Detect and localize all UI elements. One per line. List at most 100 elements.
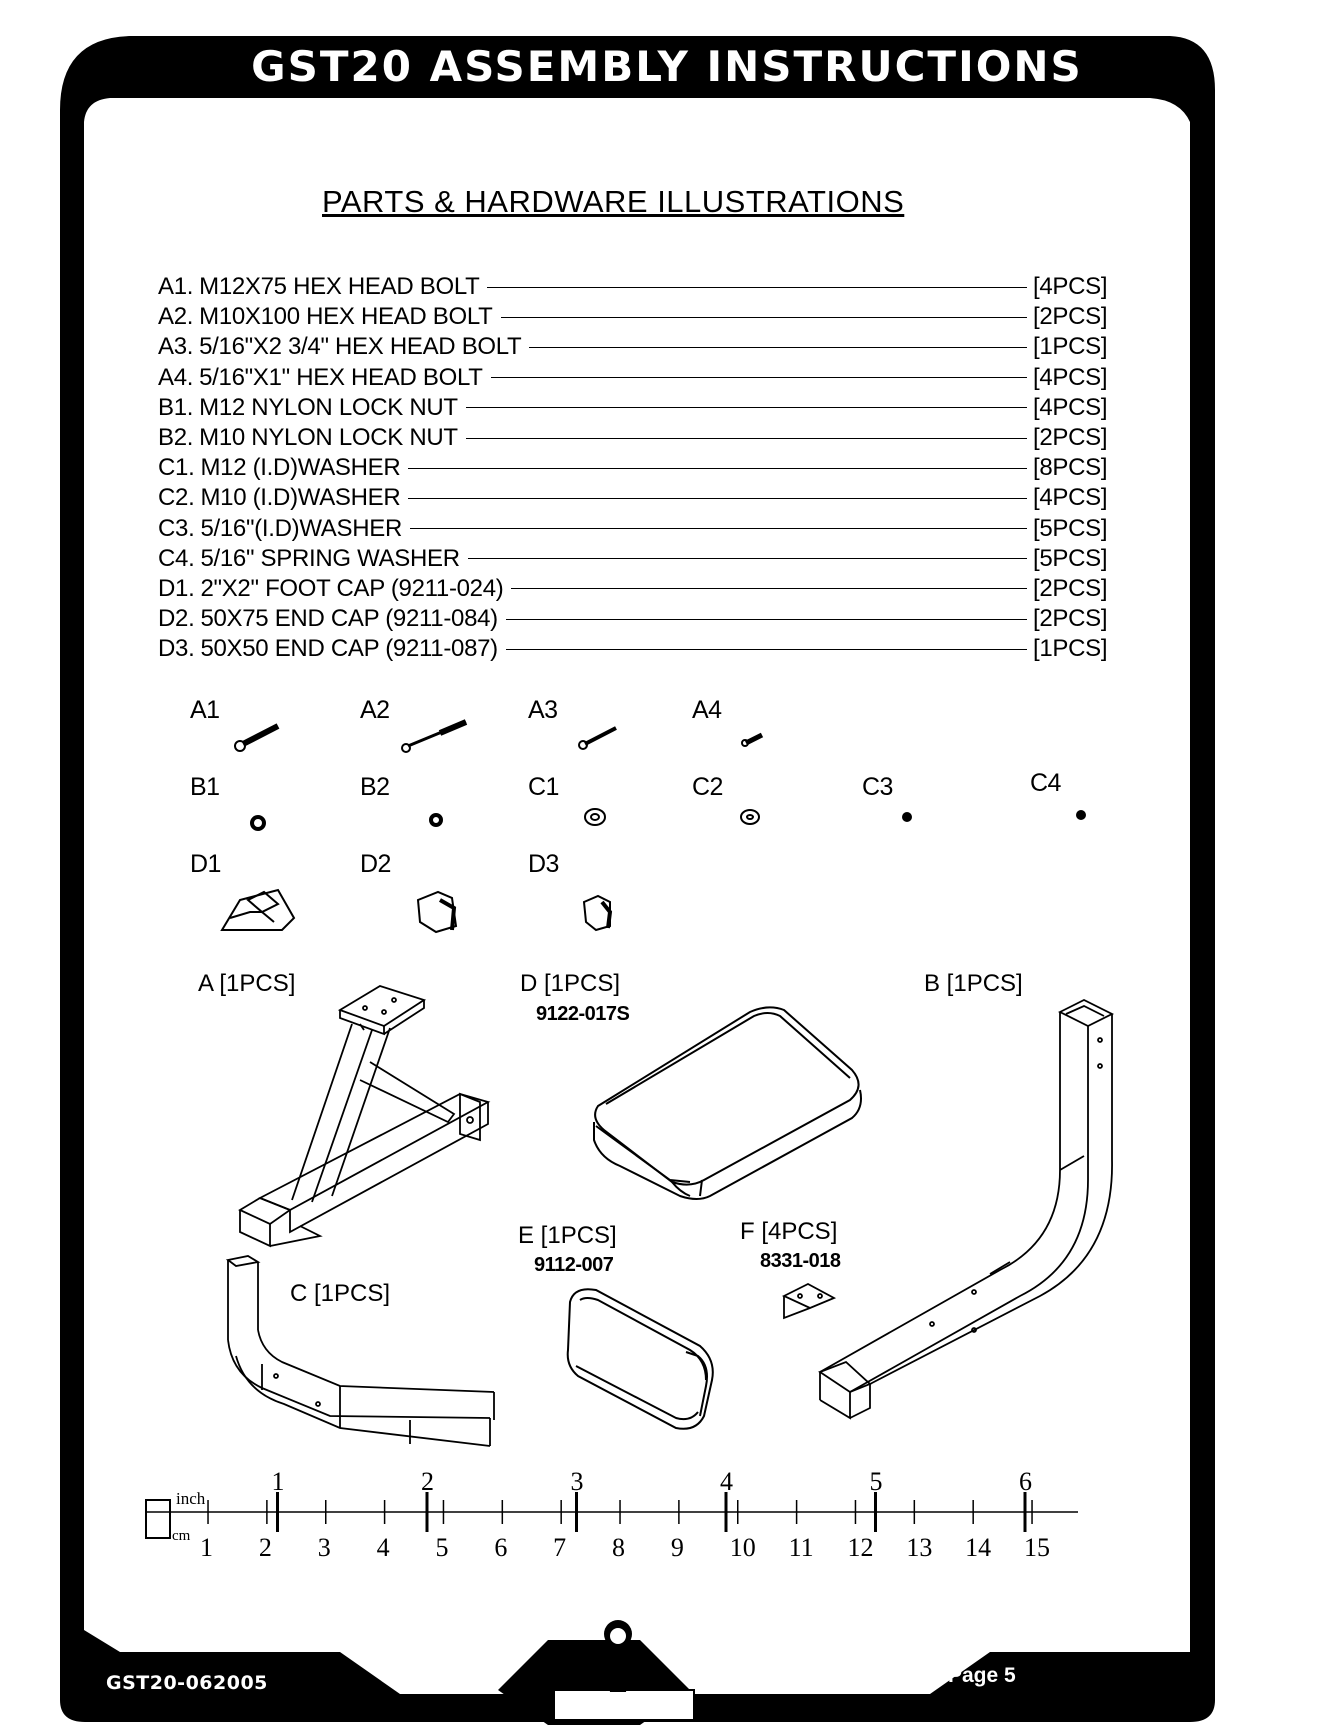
brand-logo: BODY SOLID [566, 1694, 691, 1716]
ruler-inch-label-text: 5 [870, 1467, 883, 1496]
part-code: A4. [158, 363, 194, 391]
bolt-a4-icon [741, 732, 764, 747]
component-code-d: 9122-017S [536, 1003, 630, 1025]
seat-pad-d-illustration [593, 1006, 862, 1200]
footer-banner [60, 1630, 1215, 1722]
bracket-f-illustration [781, 1282, 837, 1320]
ruler-cm-label-text: 14 [965, 1533, 991, 1562]
part-code: A2. [158, 303, 194, 331]
part-quantity: [4PCS] [1033, 363, 1108, 391]
ruler-cm-label-text: 2 [259, 1533, 272, 1562]
washer-c3-icon [902, 812, 912, 822]
part-row: B2.M10 NYLON LOCK NUT[2PCS] [158, 423, 1113, 453]
leader-line [465, 437, 1027, 439]
part-quantity: [4PCS] [1033, 484, 1108, 512]
part-description: 5/16"X2 3/4" HEX HEAD BOLT [199, 333, 522, 361]
bolt-a2-icon [401, 719, 468, 753]
leader-line [505, 648, 1027, 650]
ruler-cm-label-text: 8 [612, 1533, 625, 1562]
part-row: C4.5/16" SPRING WASHER[5PCS] [158, 544, 1113, 574]
part-description: 5/16"X1" HEX HEAD BOLT [199, 363, 483, 391]
part-description: M12 NYLON LOCK NUT [199, 393, 458, 421]
ruler-cm-label-text: 3 [318, 1533, 331, 1562]
part-row: C1.M12 (I.D)WASHER[8PCS] [158, 453, 1113, 483]
footer-doc-code: GST20-062005 [106, 1672, 268, 1694]
footer-page-number: Page 5 [948, 1664, 1016, 1687]
leader-line [465, 407, 1027, 409]
part-row: A3.5/16"X2 3/4" HEX HEAD BOLT[1PCS] [158, 332, 1113, 362]
ruler-cm-label-text: 11 [789, 1533, 814, 1562]
part-quantity: [8PCS] [1033, 454, 1108, 482]
part-row: A4.5/16"X1" HEX HEAD BOLT [4PCS] [158, 363, 1113, 393]
part-code: C3. [158, 514, 195, 542]
part-code: B1. [158, 393, 194, 421]
part-quantity: [2PCS] [1033, 605, 1108, 633]
part-quantity: [2PCS] [1033, 574, 1108, 602]
part-code: D3. [158, 635, 195, 663]
parts-list: A1.M12X75 HEX HEAD BOLT[4PCS]A2.M10X100 … [158, 272, 1113, 664]
ruler-cm-label-text: 15 [1024, 1533, 1050, 1562]
part-code: A1. [158, 273, 194, 301]
section-subtitle: PARTS & HARDWARE ILLUSTRATIONS [322, 184, 905, 219]
hw-label-b1: B1 [190, 773, 220, 801]
part-description: M10X100 HEX HEAD BOLT [199, 303, 493, 331]
bolt-a1-icon [234, 723, 280, 752]
part-code: C4. [158, 544, 195, 572]
part-code: C2. [158, 484, 195, 512]
ruler-cm-label-text: 9 [671, 1533, 684, 1562]
component-label-b: B [1PCS] [924, 970, 1023, 997]
part-quantity: [1PCS] [1033, 635, 1108, 663]
part-description: M12 (I.D)WASHER [200, 454, 401, 482]
leader-line [467, 558, 1027, 560]
part-code: D1. [158, 574, 195, 602]
component-label-f: F [4PCS] [740, 1218, 838, 1245]
part-row: B1.M12 NYLON LOCK NUT[4PCS] [158, 393, 1113, 423]
leader-line [490, 377, 1027, 379]
part-row: D3.50X50 END CAP (9211-087)[1PCS] [158, 634, 1113, 664]
part-row: D1.2"X2" FOOT CAP (9211-024)[2PCS] [158, 574, 1113, 604]
component-label-a: A [1PCS] [198, 970, 296, 997]
part-row: C2.M10 (I.D)WASHER [4PCS] [158, 483, 1113, 513]
part-description: M12X75 HEX HEAD BOLT [199, 273, 480, 301]
component-label-c: C [1PCS] [290, 1280, 391, 1307]
part-code: D2. [158, 605, 195, 633]
hw-label-d1: D1 [190, 850, 221, 878]
part-quantity: [5PCS] [1033, 544, 1108, 572]
leader-line [511, 588, 1027, 590]
part-quantity: [4PCS] [1033, 273, 1108, 301]
ruler-cm-label-text: 7 [553, 1533, 566, 1562]
hw-label-a4: A4 [692, 696, 722, 724]
nut-b2-icon [429, 813, 443, 827]
part-row: C3.5/16"(I.D)WASHER[5PCS] [158, 514, 1113, 544]
ruler-inch-label-text: 6 [1019, 1467, 1032, 1496]
leader-line [529, 346, 1027, 348]
hw-label-c4: C4 [1030, 769, 1061, 797]
washer-c4-icon [1076, 810, 1086, 820]
foot-cap-d1-icon [220, 888, 296, 931]
part-row: D2.50X75 END CAP (9211-084)[2PCS] [158, 604, 1113, 634]
leader-line [487, 286, 1027, 288]
ruler-cm-label-text: 5 [435, 1533, 448, 1562]
ruler-cm-label-text: 1 [200, 1533, 213, 1562]
ruler-inch-label-text: 1 [272, 1467, 285, 1496]
part-row: A2.M10X100 HEX HEAD BOLT [2PCS] [158, 302, 1113, 332]
part-quantity: [2PCS] [1033, 424, 1108, 452]
ruler-inch-label: inch [176, 1489, 206, 1508]
leader-line [410, 528, 1027, 530]
part-quantity: [1PCS] [1033, 333, 1108, 361]
ruler-cm-label: cm [172, 1528, 191, 1544]
frame-a-illustration [238, 985, 491, 1248]
washer-c2-icon [740, 809, 760, 825]
end-cap-d2-icon [416, 890, 458, 934]
component-code-e: 9112-007 [534, 1254, 614, 1276]
part-quantity: [2PCS] [1033, 303, 1108, 331]
ruler-cm-label-text: 13 [906, 1533, 932, 1562]
part-description: M10 (I.D)WASHER [200, 484, 401, 512]
leader-line [500, 316, 1027, 318]
end-cap-d3-icon [582, 894, 613, 932]
part-row: A1.M12X75 HEX HEAD BOLT [4PCS] [158, 272, 1113, 302]
leader-line [408, 467, 1027, 469]
